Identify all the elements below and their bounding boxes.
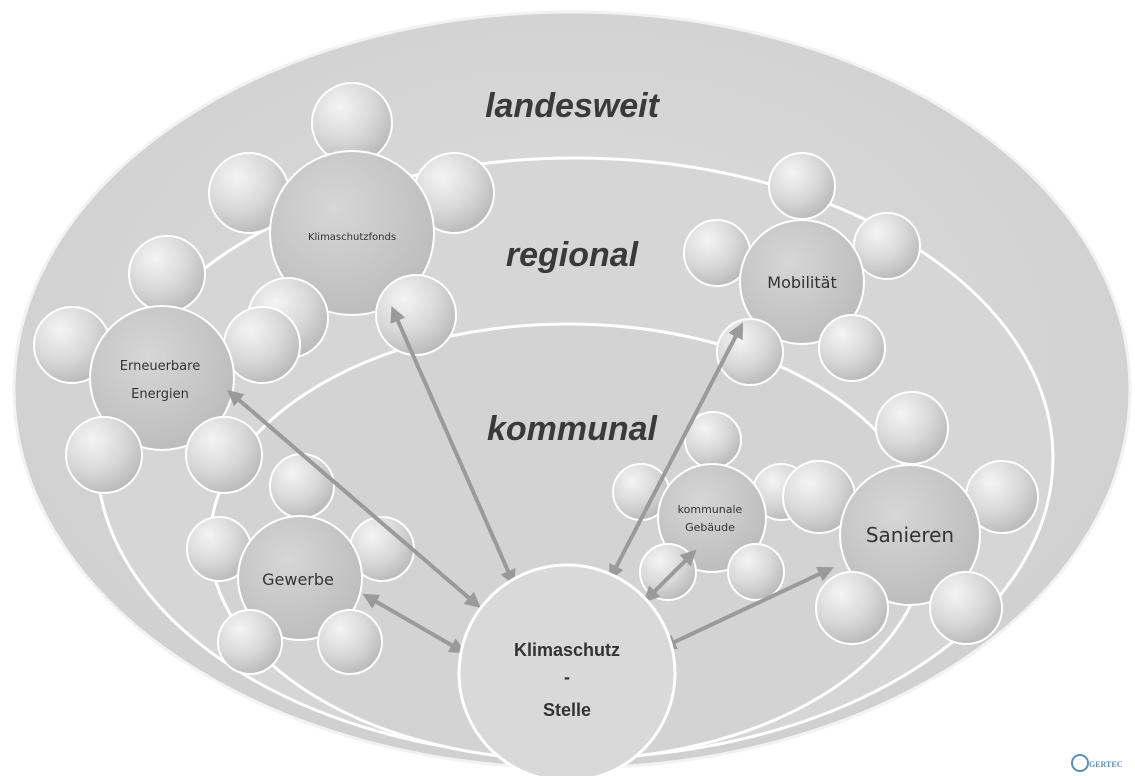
arrow-to-sanieren <box>660 566 834 650</box>
cluster-label-kommunale-line1: kommunale <box>678 503 743 516</box>
arrow-to-erneuerbare-energien <box>227 389 481 609</box>
cluster-hub <box>89 305 235 451</box>
bubble <box>875 391 949 465</box>
level-label-regional: regional <box>506 236 640 274</box>
bubble <box>223 306 301 384</box>
connection-arrows <box>227 306 834 654</box>
bubble <box>818 314 886 382</box>
cluster-label-kommunale-line2: Gebäude <box>685 521 735 534</box>
level-label-kommunal: kommunal <box>487 410 659 448</box>
bubble <box>375 274 457 356</box>
bubble <box>727 543 785 601</box>
center-circle <box>457 563 677 776</box>
logo-mark-icon <box>1071 754 1089 772</box>
bubble <box>269 453 335 519</box>
level-label-landesweit: landesweit <box>485 87 661 125</box>
bubble <box>853 212 921 280</box>
bubble <box>815 571 889 645</box>
center-label-line3: Stelle <box>543 700 591 720</box>
arrow-to-mobilitaet <box>609 322 743 581</box>
cluster-hub <box>839 464 981 606</box>
bubble <box>217 609 283 675</box>
logo-text: GERTEC <box>1089 760 1123 769</box>
cluster-label-sanieren: Sanieren <box>866 523 954 547</box>
cluster-label-gewerbe: Gewerbe <box>262 570 334 589</box>
bubble <box>929 571 1003 645</box>
cluster-erneuerbare-energien: Erneuerbare Energien <box>33 235 301 494</box>
bubble <box>317 609 383 675</box>
cluster-label-erneuerbare-line2: Energien <box>131 387 189 402</box>
cluster-label-erneuerbare-line1: Erneuerbare <box>120 359 200 374</box>
bubble <box>65 416 143 494</box>
center-label-line1: Klimaschutz <box>514 640 620 660</box>
arrow-to-gewerbe <box>362 593 466 654</box>
cluster-hub <box>739 219 865 345</box>
cluster-label-klimaschutzfonds: Klimaschutzfonds <box>308 232 396 243</box>
gertec-logo: GERTEC <box>1071 754 1123 772</box>
bubble <box>639 543 697 601</box>
center-label-line2: - <box>564 667 570 687</box>
bubble <box>185 416 263 494</box>
klimaschutz-stelle-node: Klimaschutz - Stelle <box>457 563 677 776</box>
bubble <box>128 235 206 313</box>
cluster-label-mobilitaet: Mobilität <box>767 273 836 292</box>
cluster-hub <box>269 150 435 316</box>
bubble <box>768 152 836 220</box>
